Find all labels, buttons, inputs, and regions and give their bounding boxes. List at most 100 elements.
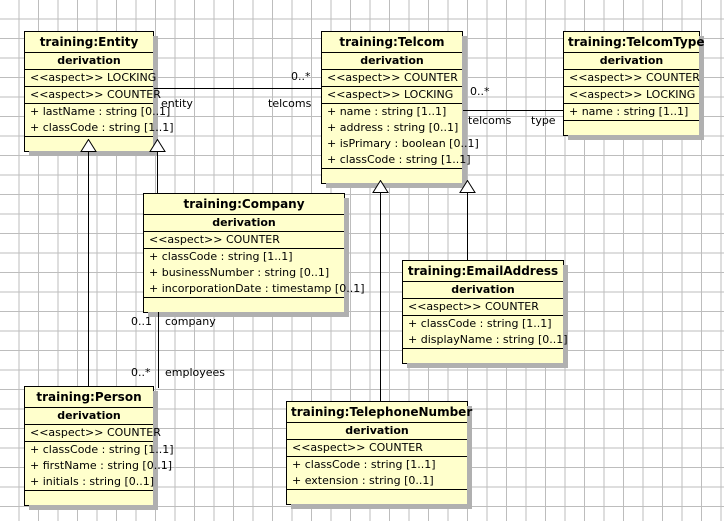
attribute-item: + classCode : string [1..1] xyxy=(149,250,293,263)
attribute-item: + name : string [1..1] xyxy=(569,105,689,118)
edge-label-company-multiplicity: 0..1 xyxy=(131,315,152,328)
class-name: training:TelephoneNumber xyxy=(287,402,472,423)
attribute-item: + displayName : string [0..1] xyxy=(408,333,568,346)
association-line-entity-telcom[interactable] xyxy=(154,88,321,89)
edge-label-type-role: type xyxy=(531,114,556,127)
class-box-training-telephonenumber[interactable]: training:TelephoneNumber derivation <<as… xyxy=(286,401,472,509)
attribute-item: + incorporationDate : timestamp [0..1] xyxy=(149,282,365,295)
class-attribute-compartment: + name : string [1..1] + address : strin… xyxy=(322,104,479,169)
class-attribute-compartment: + classCode : string [1..1] + extension … xyxy=(287,457,467,490)
box-shadow-right xyxy=(344,198,349,317)
edge-label-employees-role: employees xyxy=(165,366,226,379)
box-shadow-right xyxy=(153,391,158,510)
attribute-item: + lastName : string [0..1] xyxy=(30,105,171,118)
class-operation-compartment xyxy=(322,169,462,183)
class-name: training:Entity xyxy=(25,32,153,53)
class-name: training:EmailAddress xyxy=(403,261,563,282)
class-operation-compartment xyxy=(564,121,699,135)
stereotype-item: <<aspect>> COUNTER xyxy=(25,86,161,103)
attribute-item: + classCode : string [1..1] xyxy=(30,121,174,134)
class-name: training:TelcomType xyxy=(564,32,704,53)
attribute-item: + initials : string [0..1] xyxy=(30,475,155,488)
generalization-arrow-company-entity xyxy=(149,137,166,156)
derivation-label: derivation xyxy=(57,54,121,67)
box-shadow-right xyxy=(462,36,467,188)
class-box-training-emailaddress[interactable]: training:EmailAddress derivation <<aspec… xyxy=(402,260,568,368)
edge-label-telcoms-multiplicity-left: 0..* xyxy=(291,70,311,83)
generalization-arrow-person-entity xyxy=(80,137,97,156)
stereotype-item: <<aspect>> COUNTER xyxy=(144,231,344,248)
class-operation-compartment xyxy=(403,349,563,363)
derivation-label: derivation xyxy=(360,54,424,67)
stereotype-item: <<aspect>> COUNTER xyxy=(403,298,563,315)
class-stereotype-compartment: derivation <<aspect>> COUNTER <<aspect>>… xyxy=(322,53,462,104)
edge-label-employees-multiplicity: 0..* xyxy=(131,366,151,379)
class-attribute-compartment: + lastName : string [0..1] + classCode :… xyxy=(25,104,174,137)
class-box-training-entity[interactable]: training:Entity derivation <<aspect>> LO… xyxy=(24,31,174,156)
class-attribute-compartment: + classCode : string [1..1] + businessNu… xyxy=(144,249,365,298)
stereotype-item: <<aspect>> LOCKING xyxy=(564,86,699,103)
attribute-item: + address : string [0..1] xyxy=(327,121,459,134)
derivation-label: derivation xyxy=(345,424,409,437)
generalization-line-emailaddress-telcom[interactable] xyxy=(467,190,468,260)
box-shadow-bottom xyxy=(407,363,568,368)
box-shadow-bottom xyxy=(29,505,158,510)
edge-label-telcoms-role-left: telcoms xyxy=(268,97,312,110)
attribute-item: + isPrimary : boolean [0..1] xyxy=(327,137,479,150)
stereotype-item: <<aspect>> COUNTER xyxy=(287,439,467,456)
class-operation-compartment xyxy=(25,491,153,505)
class-attribute-compartment: + name : string [1..1] xyxy=(564,104,699,121)
derivation-label: derivation xyxy=(451,283,515,296)
class-name: training:Telcom xyxy=(322,32,462,53)
box-shadow-right xyxy=(467,406,472,509)
class-box-training-company[interactable]: training:Company derivation <<aspect>> C… xyxy=(143,193,365,317)
edge-label-telcoms-role-right: telcoms xyxy=(468,114,512,127)
attribute-item: + businessNumber : string [0..1] xyxy=(149,266,330,279)
generalization-line-company-entity[interactable] xyxy=(157,149,158,193)
attribute-item: + name : string [1..1] xyxy=(327,105,447,118)
class-stereotype-compartment: derivation <<aspect>> COUNTER xyxy=(144,215,344,249)
class-operation-compartment xyxy=(287,490,467,504)
class-name: training:Company xyxy=(144,194,344,215)
box-shadow-right xyxy=(563,265,568,368)
box-shadow-right xyxy=(153,36,158,156)
association-line-telcom-telcomtype[interactable] xyxy=(463,110,566,111)
derivation-label: derivation xyxy=(57,409,121,422)
stereotype-item: <<aspect>> COUNTER xyxy=(25,424,161,441)
generalization-line-person-entity[interactable] xyxy=(88,149,89,388)
box-shadow-bottom xyxy=(148,312,349,317)
attribute-item: + firstName : string [0..1] xyxy=(30,459,173,472)
stereotype-item: <<aspect>> COUNTER xyxy=(322,69,462,86)
class-stereotype-compartment: derivation <<aspect>> COUNTER xyxy=(287,423,467,457)
class-operation-compartment xyxy=(144,298,344,312)
generalization-arrow-emailaddress-telcom xyxy=(459,178,476,197)
association-line-company-person[interactable] xyxy=(158,305,159,388)
box-shadow-bottom xyxy=(291,504,472,509)
generalization-arrow-telephonenumber-telcom xyxy=(372,178,389,197)
generalization-line-telephonenumber-telcom[interactable] xyxy=(380,190,381,401)
class-stereotype-compartment: derivation <<aspect>> LOCKING <<aspect>>… xyxy=(25,53,161,104)
class-stereotype-compartment: derivation <<aspect>> COUNTER <<aspect>>… xyxy=(564,53,700,104)
edge-label-telcoms-multiplicity-right: 0..* xyxy=(470,85,490,98)
attribute-item: + classCode : string [1..1] xyxy=(327,153,471,166)
class-stereotype-compartment: derivation <<aspect>> COUNTER xyxy=(403,282,563,316)
box-shadow-bottom xyxy=(326,183,467,188)
stereotype-item: <<aspect>> COUNTER xyxy=(564,69,700,86)
class-box-training-telcom[interactable]: training:Telcom derivation <<aspect>> CO… xyxy=(321,31,479,188)
attribute-item: + classCode : string [1..1] xyxy=(292,458,436,471)
attribute-item: + classCode : string [1..1] xyxy=(30,443,174,456)
class-box-training-telcomtype[interactable]: training:TelcomType derivation <<aspect>… xyxy=(563,31,704,140)
attribute-item: + classCode : string [1..1] xyxy=(408,317,552,330)
class-attribute-compartment: + classCode : string [1..1] + displayNam… xyxy=(403,316,568,349)
stereotype-item: <<aspect>> LOCKING xyxy=(322,86,462,103)
stereotype-item: <<aspect>> LOCKING xyxy=(25,69,156,86)
class-box-training-person[interactable]: training:Person derivation <<aspect>> CO… xyxy=(24,386,174,510)
class-stereotype-compartment: derivation <<aspect>> COUNTER xyxy=(25,408,161,442)
derivation-label: derivation xyxy=(212,216,276,229)
box-shadow-right xyxy=(699,36,704,140)
derivation-label: derivation xyxy=(599,54,664,67)
attribute-item: + extension : string [0..1] xyxy=(292,474,434,487)
edge-label-company-role: company xyxy=(165,315,216,328)
box-shadow-bottom xyxy=(29,151,158,156)
